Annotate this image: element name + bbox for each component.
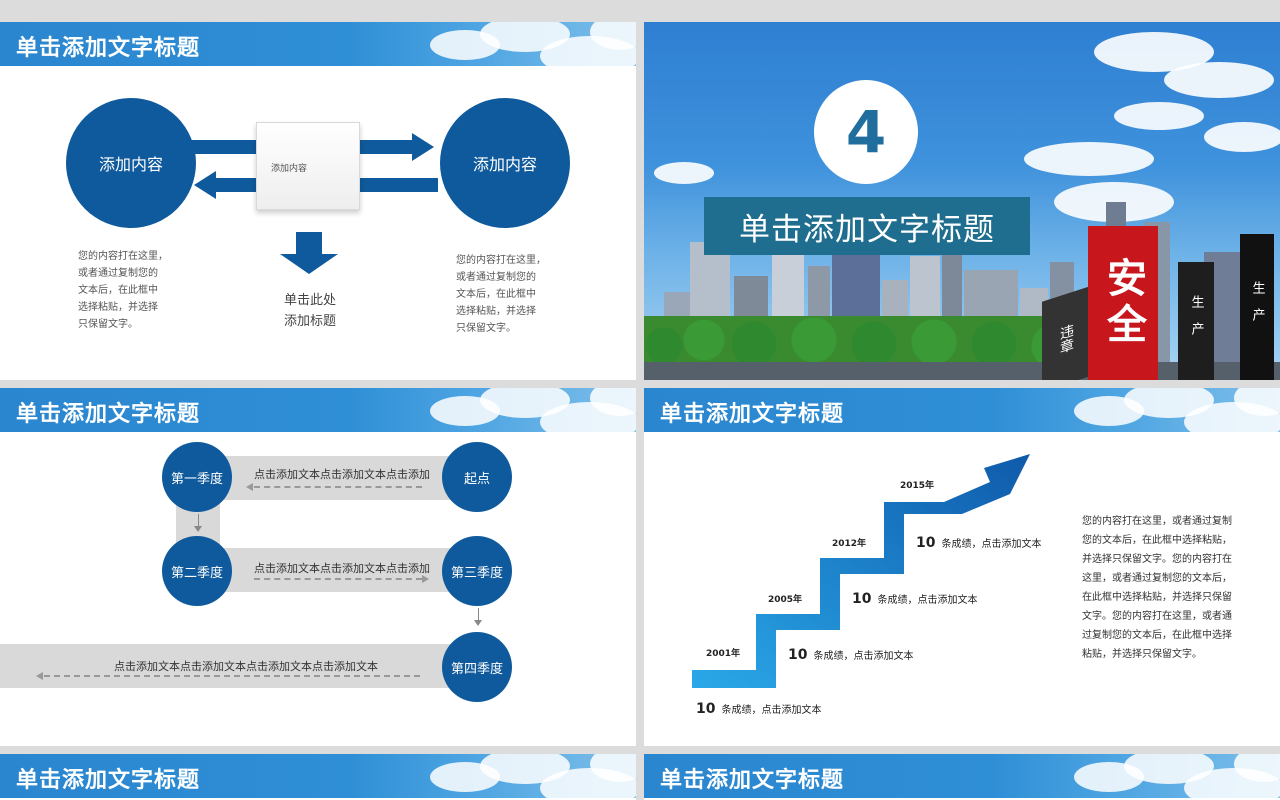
center-title[interactable]: 单击此处 添加标题 — [283, 293, 336, 329]
center-box-label: 添加内容 — [271, 164, 308, 174]
slide-4[interactable]: 单击添加文字标题 2001年 2005年 2012年 2015年 10 条成绩，点… — [644, 388, 1280, 746]
slide-title-bar: 单击添加文字标题 — [644, 754, 1280, 798]
stat-number: 10 — [788, 647, 808, 663]
flow-band-row2 — [196, 548, 474, 592]
growth-steps — [692, 454, 1030, 688]
q2-label: 第二季度 — [170, 565, 223, 581]
down-arrow-icon — [194, 526, 202, 532]
down-arrow-icon — [280, 254, 338, 274]
slide-title: 单击添加文字标题 — [16, 768, 201, 793]
row2-dash — [254, 578, 422, 580]
arrow-left-bar-2 — [358, 178, 438, 192]
stat-item[interactable]: 10 条成绩，点击添加文本 — [696, 698, 821, 717]
stat-number: 10 — [696, 701, 716, 717]
pillar-safety-label: 安全 — [1100, 257, 1146, 349]
row3-arrow-icon — [36, 672, 43, 680]
down-arrow-icon — [474, 620, 482, 626]
arrow-right-bar — [190, 140, 260, 154]
stat-text: 条成绩，点击添加文本 — [877, 595, 978, 606]
start-circle[interactable]: 起点 — [442, 442, 512, 512]
pillar-production-1: 生产 — [1178, 262, 1214, 380]
pillar-violation-label: 违章 — [1058, 322, 1074, 356]
right-circle-label: 添加内容 — [472, 155, 537, 174]
q3-circle[interactable]: 第三季度 — [442, 536, 512, 606]
stat-item[interactable]: 10 条成绩，点击添加文本 — [916, 532, 1041, 551]
pillar-production-2: 生产 — [1240, 234, 1274, 380]
slide-title-bar: 单击添加文字标题 — [0, 22, 636, 66]
right-description[interactable]: 您的内容打在这里， 或者通过复制您的 文本后，在此框中 选择粘贴，并选择 只保留… — [456, 255, 546, 334]
q1-circle[interactable]: 第一季度 — [162, 442, 232, 512]
left-description[interactable]: 您的内容打在这里， 或者通过复制您的 文本后，在此框中 选择粘贴，并选择 只保留… — [78, 251, 168, 330]
slide-title: 单击添加文字标题 — [16, 402, 201, 427]
slide-2[interactable]: 违章 生产 生产 安全 4 单击添加文字标题 — [644, 22, 1280, 380]
right-content-circle[interactable]: 添加内容 — [440, 98, 570, 228]
trees — [644, 316, 1084, 362]
down-arrow-line-2 — [478, 608, 479, 620]
arrow-left-icon — [194, 171, 216, 199]
pillar-safety: 安全 — [1088, 226, 1158, 380]
right-paragraph[interactable]: 您的内容打在这里，或者通过复制您的文本后，在此框中选择粘贴，并选择只保留文字。您… — [1082, 516, 1232, 660]
pillar-production-2-label: 生产 — [1249, 281, 1265, 335]
stat-item[interactable]: 10 条成绩，点击添加文本 — [788, 644, 913, 663]
row2-arrow-icon — [422, 575, 429, 583]
arrow-left-bar — [216, 178, 262, 192]
q3-label: 第三季度 — [450, 565, 503, 581]
slide-title: 单击添加文字标题 — [660, 402, 845, 427]
slide-5[interactable]: 单击添加文字标题 — [0, 754, 636, 800]
center-content-box[interactable]: 添加内容 — [256, 122, 360, 210]
stat-text: 条成绩，点击添加文本 — [813, 651, 914, 662]
stat-number: 10 — [916, 535, 936, 551]
slide-title-bar: 单击添加文字标题 — [644, 388, 1280, 432]
stat-number: 10 — [852, 591, 872, 607]
pillar-production-1-label: 生产 — [1188, 295, 1204, 349]
q4-circle[interactable]: 第四季度 — [442, 632, 512, 702]
year-label: 2012年 — [832, 539, 867, 549]
arrow-right-bar-2 — [358, 140, 414, 154]
start-label: 起点 — [463, 471, 490, 487]
slide-1[interactable]: 单击添加文字标题 添加内容 添加内容 添加内容 单击此处 添加标题 您的内容打在… — [0, 22, 636, 380]
row3-text[interactable]: 点击添加文本点击添加文本点击添加文本点击添加文本 — [114, 660, 378, 673]
stat-text: 条成绩，点击添加文本 — [941, 539, 1042, 550]
year-label: 2015年 — [900, 481, 935, 491]
q2-circle[interactable]: 第二季度 — [162, 536, 232, 606]
row1-text[interactable]: 点击添加文本点击添加文本点击添加 — [254, 468, 430, 481]
year-label: 2005年 — [768, 595, 803, 605]
down-arrow-stem — [296, 232, 322, 254]
section-number: 4 — [814, 80, 918, 184]
flow-band-row1 — [196, 456, 474, 500]
arrow-right-icon — [412, 133, 434, 161]
slide-3[interactable]: 单击添加文字标题 点击添加文本点击添加文本点击添加 点击添加文本点击添加文本点击… — [0, 388, 636, 746]
year-label: 2001年 — [706, 649, 741, 659]
slide-title: 单击添加文字标题 — [660, 768, 845, 793]
slide-title-bar: 单击添加文字标题 — [0, 388, 636, 432]
pillar-violation: 违章 — [1042, 286, 1090, 380]
left-circle-label: 添加内容 — [98, 155, 163, 174]
growth-steps-graphic — [692, 454, 1030, 688]
row1-arrow-icon — [246, 483, 253, 491]
stat-item[interactable]: 10 条成绩，点击添加文本 — [852, 588, 977, 607]
row1-dash — [254, 486, 422, 488]
slide2-title[interactable]: 单击添加文字标题 — [704, 197, 1030, 255]
slide-title: 单击添加文字标题 — [16, 36, 201, 61]
stat-text: 条成绩，点击添加文本 — [721, 705, 822, 716]
row3-dash — [44, 675, 420, 677]
slide-6[interactable]: 单击添加文字标题 — [644, 754, 1280, 800]
flow-band-row3 — [0, 644, 452, 688]
down-arrow-line-1 — [198, 514, 199, 526]
row2-text[interactable]: 点击添加文本点击添加文本点击添加 — [254, 562, 430, 575]
left-content-circle[interactable]: 添加内容 — [66, 98, 196, 228]
q4-label: 第四季度 — [450, 661, 503, 677]
slide-title-bar: 单击添加文字标题 — [0, 754, 636, 798]
q1-label: 第一季度 — [170, 471, 223, 487]
